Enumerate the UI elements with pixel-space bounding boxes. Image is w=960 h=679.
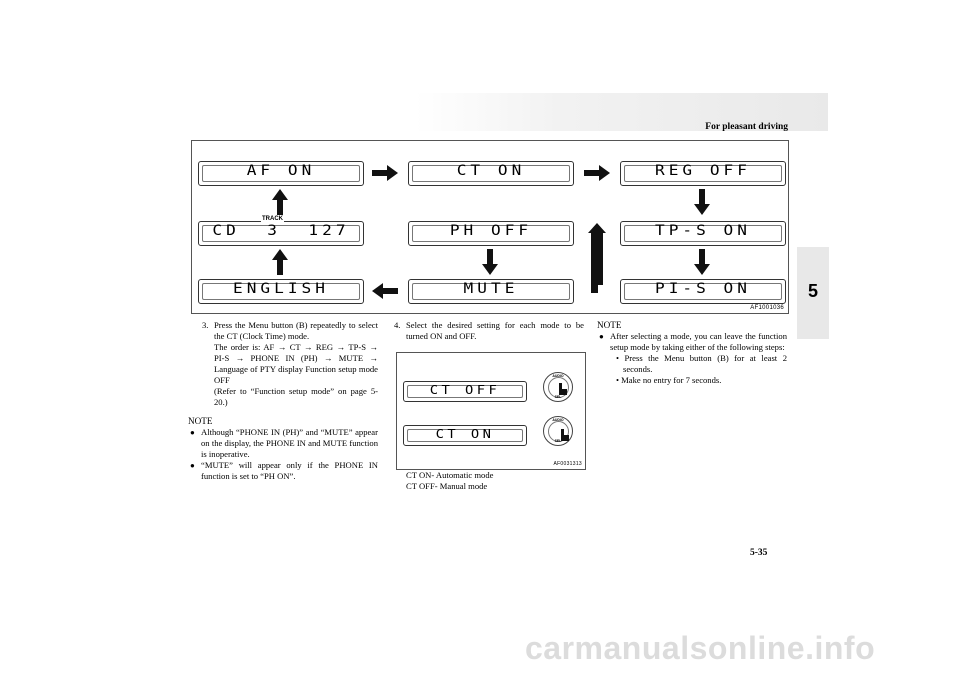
left-column: 3. Press the Menu button (B) repeatedly … [202, 320, 378, 408]
note-bullet: Although “PHONE IN (PH)” and “MUTE” appe… [190, 427, 378, 460]
ct-setting-figure: CT OFF CT ON AUDIO SEL AUDIO SEL AF00313… [396, 352, 586, 470]
display-pi-s-on: PI-S ON [620, 279, 786, 304]
display-tp-s-on: TP-S ON [620, 221, 786, 246]
display-english: ENGLISH [198, 279, 364, 304]
arrow-down-icon [482, 249, 498, 275]
arrow-left-icon [372, 283, 398, 299]
pointing-hand-icon [561, 429, 569, 441]
return-arrow-icon [588, 223, 606, 293]
arrow-up-icon [272, 249, 288, 275]
audio-knob: AUDIO SEL [543, 372, 573, 402]
page-number: 5-35 [750, 548, 768, 558]
display-reg-off: REG OFF [620, 161, 786, 186]
note-title: NOTE [188, 416, 213, 426]
note-bullet: After selecting a mode, you can leave th… [599, 331, 787, 353]
legend-line: CT OFF- Manual mode [406, 481, 488, 491]
display-ct-on: CT ON [403, 425, 527, 446]
note-substep: • Make no entry for 7 seconds. [616, 375, 722, 385]
arrow-right-icon [372, 165, 398, 181]
step-order-text: The order is: AF → CT → REG → TP-S → PI-… [214, 342, 378, 385]
watermark: carmanualsonline.info [525, 630, 876, 666]
display-cd-track: TRACK CD 3 127 [198, 216, 364, 246]
middle-column: 4. Select the desired setting for each m… [394, 320, 584, 342]
step-number: 3. [202, 320, 209, 330]
arrow-up-icon [272, 189, 288, 215]
step-number: 4. [394, 320, 401, 330]
display-sequence-figure: AF ON CT ON REG OFF TRACK CD 3 127 PH OF… [191, 140, 789, 314]
chapter-tab-number: 5 [807, 281, 818, 301]
step-text: Press the Menu button (B) repeatedly to … [214, 320, 378, 341]
header-title: For pleasant driving [705, 122, 788, 132]
chapter-tab: 5 [797, 247, 829, 339]
note-title: NOTE [597, 320, 622, 330]
display-mute: MUTE [408, 279, 574, 304]
note-bullet: “MUTE” will appear only if the PHONE IN … [190, 460, 378, 482]
right-column: NOTE After selecting a mode, you can lea… [597, 320, 787, 386]
audio-knob: AUDIO SEL [543, 416, 573, 446]
step-reference: (Refer to “Function setup mode” on page … [214, 386, 378, 407]
arrow-down-icon [694, 249, 710, 275]
display-ct-off: CT OFF [403, 381, 527, 402]
display-af-on: AF ON [198, 161, 364, 186]
figure-caption: AF1001036 [750, 305, 784, 311]
arrow-right-icon [584, 165, 610, 181]
left-note: NOTE Although “PHONE IN (PH)” and “MUTE”… [188, 416, 378, 482]
figure-caption: AF0031313 [553, 461, 582, 467]
arrow-down-icon [694, 189, 710, 215]
pointing-hand-icon [559, 383, 567, 395]
header-band [415, 93, 828, 131]
step-text: Select the desired setting for each mode… [406, 320, 584, 341]
mode-legend: CT ON- Automatic mode CT OFF- Manual mod… [406, 470, 586, 492]
legend-line: CT ON- Automatic mode [406, 470, 494, 480]
display-ct-on: CT ON [408, 161, 574, 186]
display-ph-off: PH OFF [408, 221, 574, 246]
note-substep: • Press the Menu button (B) for at least… [616, 353, 787, 374]
track-label: TRACK [261, 216, 284, 222]
